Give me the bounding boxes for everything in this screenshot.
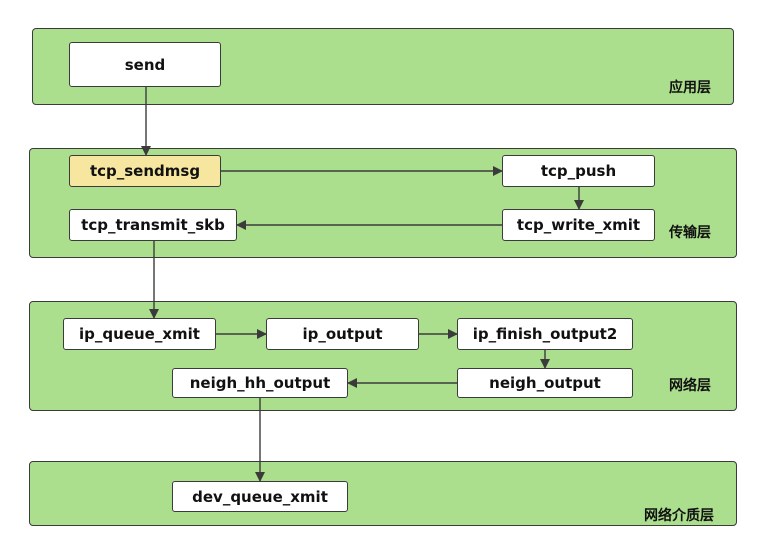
neigh-output-node: neigh_output — [457, 368, 633, 398]
ip-output-node: ip_output — [266, 318, 419, 350]
network-layer-label: 网络层 — [669, 378, 711, 394]
tcp-write-xmit-node: tcp_write_xmit — [502, 209, 655, 241]
tcp-push-node: tcp_push — [502, 155, 655, 187]
tcp-sendmsg-node: tcp_sendmsg — [69, 155, 221, 187]
link-layer — [29, 461, 737, 526]
transport-layer-label: 传输层 — [669, 225, 711, 241]
application-layer-label: 应用层 — [669, 80, 711, 96]
ip-finish-output2-node: ip_finish_output2 — [457, 318, 633, 350]
link-layer-label: 网络介质层 — [644, 508, 714, 524]
ip-queue-xmit-node: ip_queue_xmit — [63, 318, 216, 350]
neigh-hh-output-node: neigh_hh_output — [172, 368, 348, 398]
dev-queue-xmit-node: dev_queue_xmit — [172, 481, 348, 512]
send-node: send — [69, 42, 221, 87]
tcp-transmit-skb-node: tcp_transmit_skb — [69, 209, 237, 241]
